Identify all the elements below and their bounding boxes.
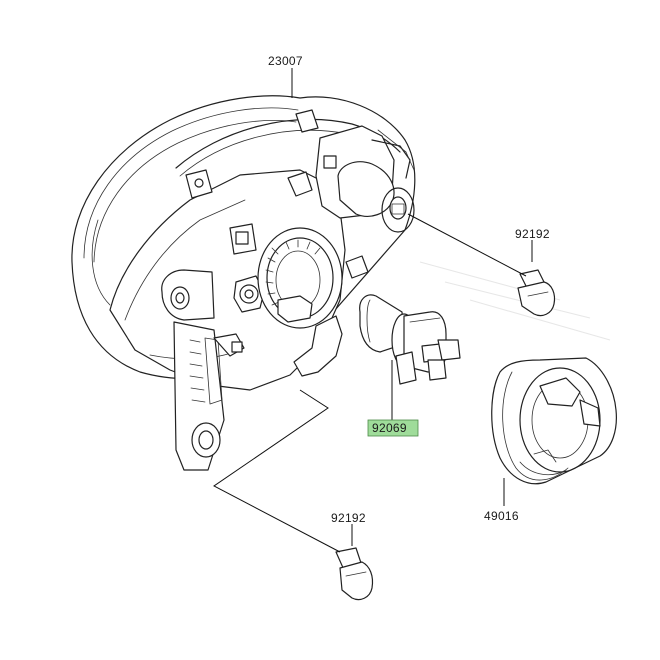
highlight-box [367,419,419,437]
leader-lines [213,68,533,553]
part-label-92069[interactable]: 92069 [367,419,419,437]
watermark [419,261,611,341]
part-label-92192-upper[interactable]: 92192 [515,227,550,241]
part-number: 23007 [268,54,303,68]
bulb-boot-cap[interactable] [491,357,617,485]
part-number: 92069 [372,421,407,435]
part-label-92192-lower[interactable]: 92192 [331,511,366,525]
part-label-23007[interactable]: 23007 [268,54,303,68]
part-label-49016[interactable]: 49016 [484,509,519,523]
part-number: 49016 [484,509,519,523]
position-bulb-lower[interactable] [335,547,374,601]
part-number: 92192 [515,227,550,241]
position-bulb-upper[interactable] [517,269,556,317]
headlight-bulb[interactable] [359,294,461,385]
part-number: 92192 [331,511,366,525]
headlight-housing[interactable] [71,95,416,471]
